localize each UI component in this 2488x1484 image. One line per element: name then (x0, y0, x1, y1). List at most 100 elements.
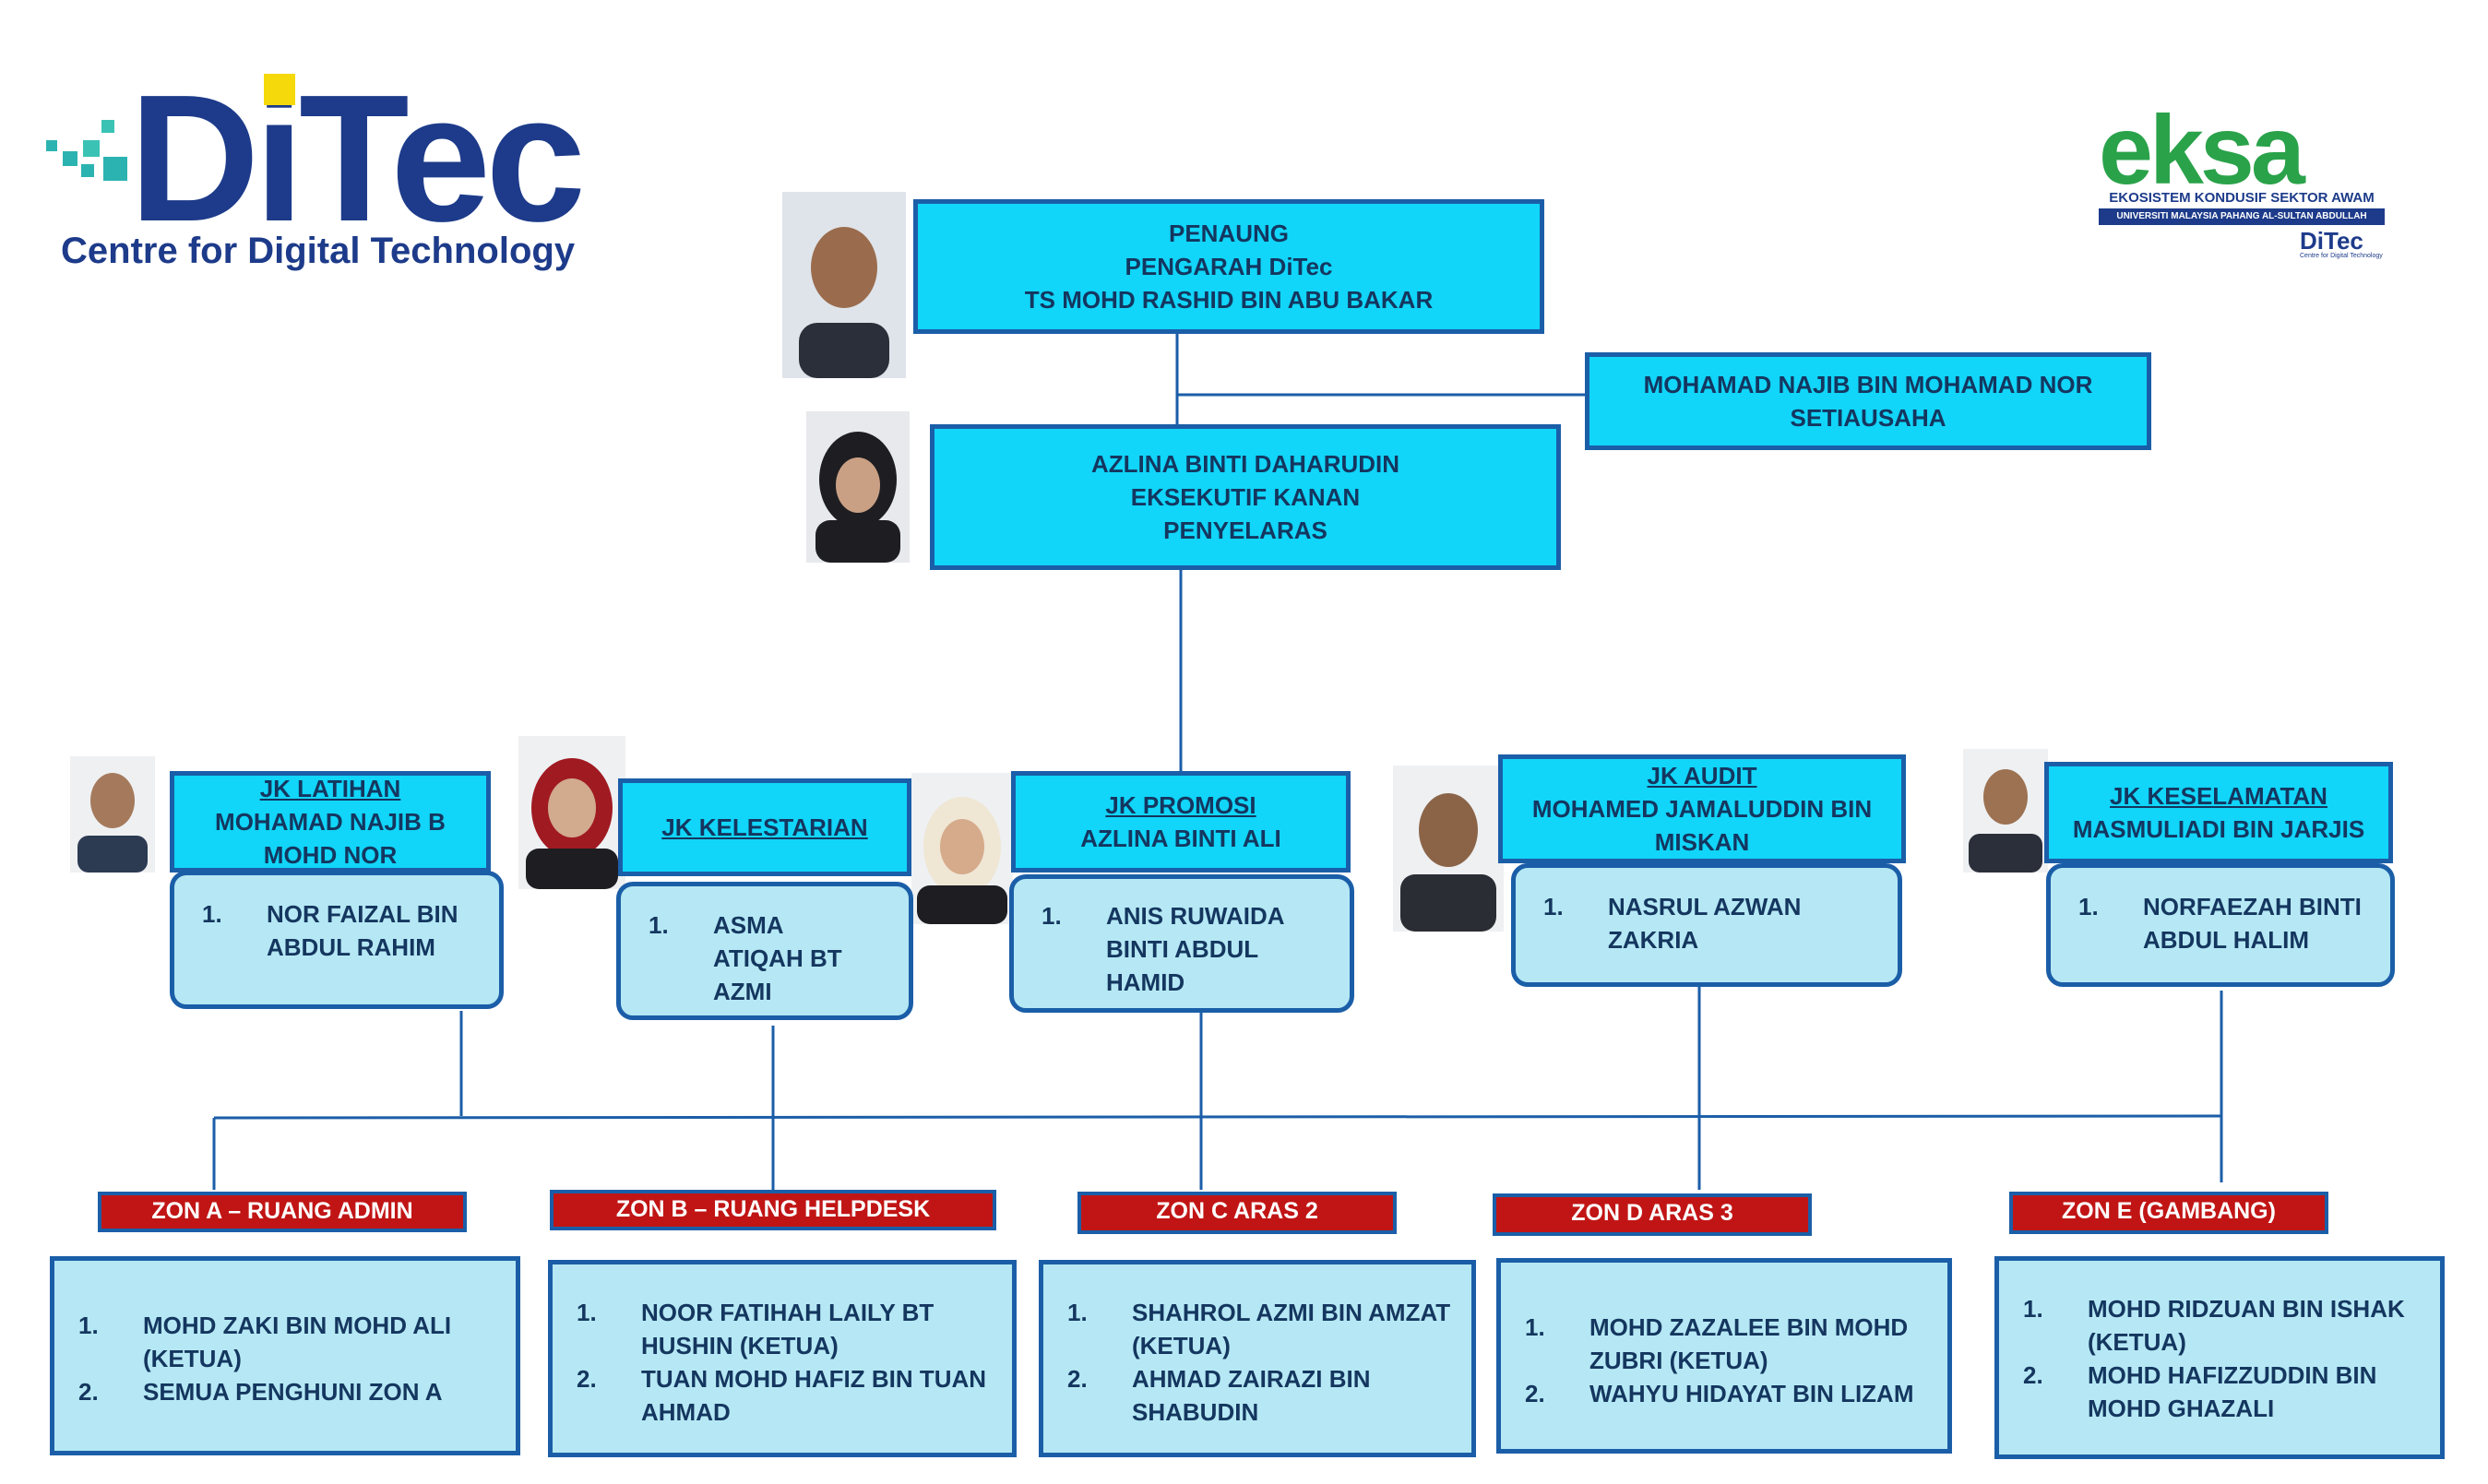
member-name: SHAHROL AZMI BIN AMZAT (1132, 1299, 1451, 1326)
person-photo-icon (911, 773, 1013, 924)
setiausaha-line2: SETIAUSAHA (1790, 404, 1946, 432)
list-item: 1. MOHD ZAZALEE BIN MOHD ZUBRI (KETUA) (1525, 1311, 1908, 1377)
photo-jk-latihan (70, 756, 155, 873)
committee-head-keselamatan: JK KESELAMATAN MASMULIADI BIN JARJIS (2044, 762, 2393, 863)
eksa-logo: eksa EKOSISTEM KONDUSIF SEKTOR AWAM UNIV… (2099, 101, 2385, 263)
person-photo-icon (70, 756, 155, 873)
committee-head-name: MOHAMED JAMALUDDIN BIN (1531, 795, 1873, 823)
committee-members-audit: 1. NASRUL AZWAN ZAKRIA (1511, 863, 1902, 987)
member-name: MOHD ZAZALEE BIN MOHD (1589, 1313, 1909, 1341)
zone-label-a: ZON A – RUANG ADMIN (98, 1192, 467, 1232)
committee-head-audit: JK AUDIT MOHAMED JAMALUDDIN BIN MISKAN (1498, 754, 1906, 863)
member-name: MOHD ZAKI BIN MOHD ALI (143, 1312, 452, 1339)
member-name: ASMA (713, 911, 784, 939)
list-item: 1. MOHD ZAKI BIN MOHD ALI(KETUA) (78, 1309, 451, 1375)
ditec-pixel-icon (46, 120, 127, 181)
person-photo-icon (518, 736, 625, 889)
photo-jk-promosi (911, 773, 1013, 924)
committee-head-promosi: JK PROMOSI AZLINA BINTI ALI (1011, 771, 1351, 873)
list-item: 2. WAHYU HIDAYAT BIN LIZAM (1525, 1377, 1914, 1410)
person-photo-icon (782, 192, 906, 378)
zone-label-b: ZON B – RUANG HELPDESK (550, 1190, 996, 1230)
list-number: 2. (1067, 1365, 1088, 1393)
ditec-subtitle: Centre for Digital Technology (61, 231, 576, 271)
member-name: AZMI (713, 978, 772, 1005)
member-name: ANIS RUWAIDA (1106, 902, 1285, 930)
member-name: ATIQAH BT (713, 944, 842, 972)
list-number: 1. (2078, 893, 2099, 920)
penyelaras-line1: AZLINA BINTI DAHARUDIN (1090, 450, 1400, 478)
list-number: 1. (78, 1312, 99, 1339)
photo-jk-kelestarian (518, 736, 625, 889)
list-number: 1. (1067, 1299, 1088, 1326)
committee-head-name: AZLINA BINTI ALI (1080, 825, 1281, 852)
zone-box-c: 1. SHAHROL AZMI BIN AMZAT(KETUA) 2. AHMA… (1039, 1260, 1476, 1457)
person-photo-icon (1393, 766, 1504, 932)
setiausaha-line1: MOHAMAD NAJIB BIN MOHAMAD NOR (1643, 371, 2093, 398)
member-name: ZUBRI (KETUA) (1589, 1347, 1768, 1374)
list-item: 1. NASRUL AZWAN ZAKRIA (1543, 890, 1801, 956)
member-name: AHMAD (641, 1398, 731, 1426)
list-number: 1. (202, 900, 222, 928)
committee-title: JK LATIHAN (259, 775, 401, 802)
eksa-ditec-small: DiTec (2300, 227, 2363, 255)
committee-head-name: MISKAN (1654, 828, 1750, 856)
person-photo-icon (806, 411, 910, 563)
list-number: 2. (78, 1378, 99, 1406)
photo-penaung (782, 192, 906, 378)
penyelaras-line2: EKSEKUTIF KANAN (1130, 483, 1361, 511)
list-item: 1. NOR FAIZAL BIN ABDUL RAHIM (202, 897, 458, 964)
committee-title: JK KELESTARIAN (661, 813, 868, 841)
zone-label-d: ZON D ARAS 3 (1493, 1193, 1812, 1236)
member-name: NORFAEZAH BINTI (2143, 893, 2362, 920)
list-number: 2. (577, 1365, 597, 1393)
list-number: 2. (1525, 1380, 1545, 1407)
member-name: (KETUA) (1132, 1332, 1231, 1359)
list-number: 1. (1543, 893, 1564, 920)
committee-members-promosi: 1. ANIS RUWAIDA BINTI ABDUL HAMID (1009, 874, 1354, 1013)
committee-members-latihan: 1. NOR FAIZAL BIN ABDUL RAHIM (170, 871, 504, 1009)
list-number: 1. (1525, 1313, 1545, 1341)
eksa-line1: EKOSISTEM KONDUSIF SEKTOR AWAM (2109, 190, 2375, 206)
photo-jk-audit (1393, 766, 1504, 932)
person-photo-icon (1963, 749, 2048, 873)
list-item: 2. SEMUA PENGHUNI ZON A (78, 1375, 443, 1408)
member-name: SHABUDIN (1132, 1398, 1259, 1426)
zone-label-e: ZON E (GAMBANG) (2009, 1192, 2328, 1234)
member-name: SEMUA PENGHUNI ZON A (143, 1378, 443, 1406)
penaung-line2: PENGARAH DiTec (1125, 253, 1333, 280)
member-name: TUAN MOHD HAFIZ BIN TUAN (641, 1365, 987, 1393)
connector-zones-bus (213, 1114, 2222, 1120)
eksa-ditec-small-sub: Centre for Digital Technology (2300, 253, 2383, 259)
committee-title: JK KESELAMATAN (2110, 782, 2327, 810)
committee-members-kelestarian: 1. ASMA ATIQAH BT AZMI (616, 882, 913, 1020)
member-name: HAMID (1106, 968, 1185, 996)
member-name: MOHD HAFIZZUDDIN BIN (2088, 1361, 2377, 1389)
member-name: ABDUL HALIM (2143, 926, 2310, 954)
ditec-wordmark: DiTec (129, 57, 586, 259)
zone-label-c: ZON C ARAS 2 (1077, 1192, 1397, 1234)
penaung-line1: PENAUNG (1168, 220, 1289, 247)
member-name: WAHYU HIDAYAT BIN LIZAM (1589, 1380, 1914, 1407)
list-number: 1. (577, 1299, 597, 1326)
committee-head-name: MOHAMAD NAJIB B (215, 808, 446, 836)
zone-box-a: 1. MOHD ZAKI BIN MOHD ALI(KETUA) 2. SEMU… (50, 1256, 520, 1455)
eksa-wordmark: eksa (2099, 96, 2305, 205)
committee-title: JK PROMOSI (1105, 791, 1256, 819)
list-item: 1. SHAHROL AZMI BIN AMZAT (KETUA) (1067, 1296, 1450, 1362)
member-name: (KETUA) (2088, 1328, 2186, 1356)
zone-box-d: 1. MOHD ZAZALEE BIN MOHD ZUBRI (KETUA) 2.… (1496, 1258, 1952, 1454)
list-item: 1. MOHD RIDZUAN BIN ISHAK(KETUA) (2023, 1292, 2405, 1359)
member-name: BINTI ABDUL (1106, 935, 1259, 963)
eksa-line2: UNIVERSITI MALAYSIA PAHANG AL-SULTAN ABD… (2099, 208, 2385, 225)
ditec-dot-icon (264, 74, 295, 105)
list-item: 2. TUAN MOHD HAFIZ BIN TUAN AHMAD (577, 1362, 986, 1429)
penyelaras-line3: PENYELARAS (1163, 516, 1327, 544)
member-name: ZAKRIA (1608, 926, 1699, 954)
list-number: 1. (649, 911, 669, 939)
member-name: NASRUL AZWAN (1608, 893, 1802, 920)
photo-penyelaras (806, 411, 910, 563)
